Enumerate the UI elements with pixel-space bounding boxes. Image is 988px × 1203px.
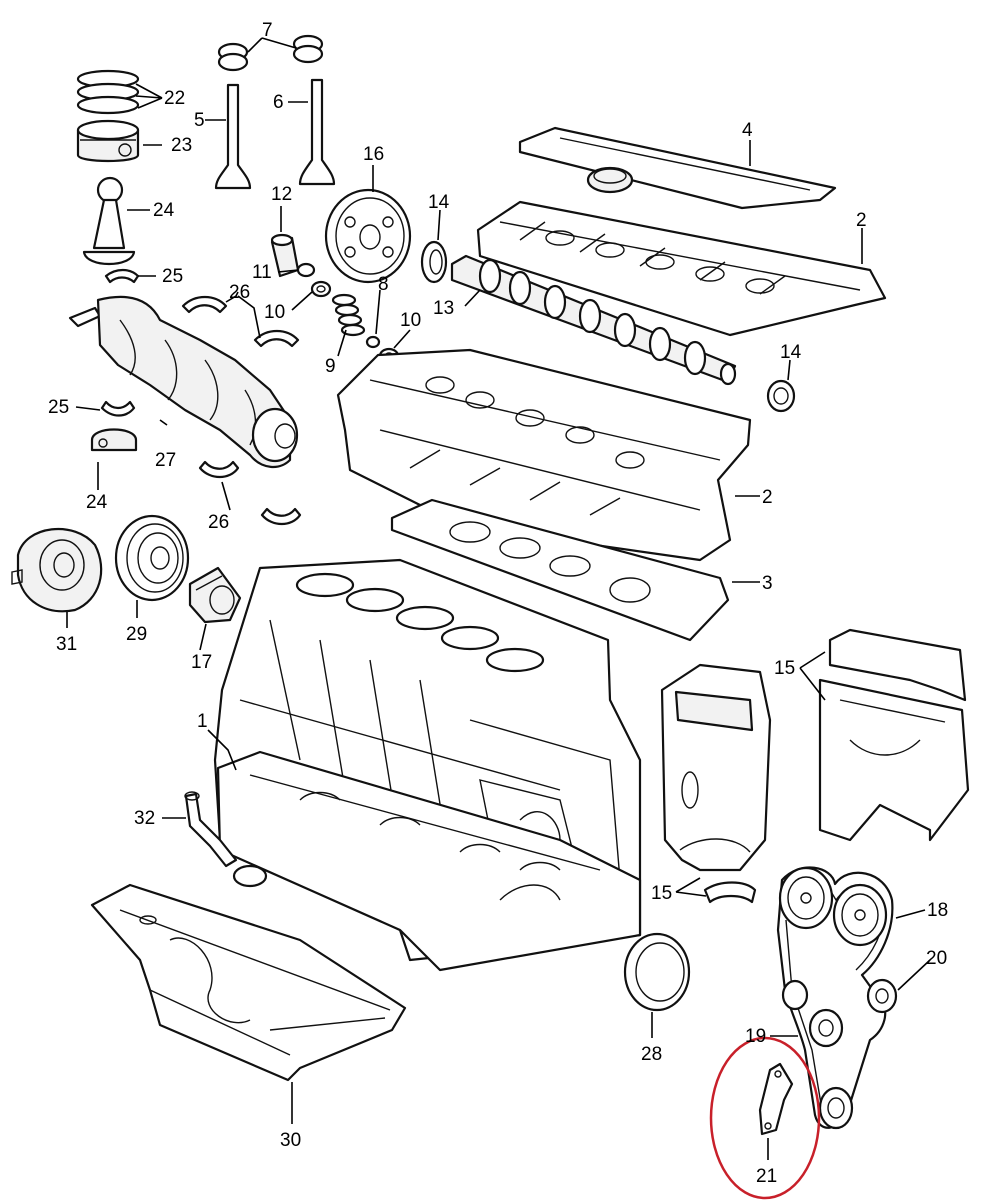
camshaft-timing-sprocket-exhaust[interactable]: [832, 883, 888, 947]
idler-pulley[interactable]: [781, 979, 844, 1048]
engine-bedplate[interactable]: [216, 750, 642, 972]
crankshaft-sprocket[interactable]: [188, 566, 242, 624]
label-18: 18: [927, 900, 948, 921]
exhaust-valve[interactable]: [298, 78, 336, 186]
label-31: 31: [56, 634, 77, 655]
oil-pickup-tube[interactable]: [184, 791, 268, 888]
camshaft-carrier[interactable]: [476, 200, 887, 337]
main-bearing-shells-upper[interactable]: [181, 295, 300, 348]
label-27: 27: [155, 450, 176, 471]
label-15-inner: 15: [651, 883, 672, 904]
crankshaft[interactable]: [68, 295, 299, 468]
label-14-front: 14: [428, 192, 450, 213]
label-4: 4: [742, 120, 753, 141]
oil-pump[interactable]: [11, 527, 103, 613]
label-24-cap: 24: [86, 492, 108, 513]
camshaft-seal-front[interactable]: [420, 240, 448, 284]
camshaft-timing-sprocket-intake[interactable]: [778, 866, 834, 930]
leader-lines: [66, 37, 931, 1160]
camshaft-seal-rear[interactable]: [766, 379, 796, 413]
valve-keepers[interactable]: [217, 34, 324, 72]
piston[interactable]: [76, 119, 140, 163]
callout-labels: 1 2 2 3 4 5 6 7 8 9 10 10 11 12 13 14 14…: [48, 20, 948, 1187]
label-2-carrier: 2: [856, 210, 867, 231]
label-1: 1: [197, 711, 208, 732]
rod-bearing-shell-lower[interactable]: [100, 400, 136, 417]
label-30: 30: [280, 1130, 301, 1151]
label-24-rod: 24: [153, 200, 175, 221]
camshaft[interactable]: [450, 254, 737, 386]
highlight-circle: [709, 1036, 821, 1200]
crankshaft-front-seal[interactable]: [623, 932, 691, 1012]
label-26-lower: 26: [208, 512, 229, 533]
timing-cover-seal-half[interactable]: [703, 881, 757, 904]
label-11: 11: [252, 262, 272, 283]
camshaft-sprocket[interactable]: [324, 188, 412, 284]
label-13: 13: [433, 298, 454, 319]
head-gasket[interactable]: [390, 498, 730, 642]
label-5: 5: [194, 110, 205, 131]
crankshaft-pulley[interactable]: [114, 514, 190, 602]
timing-cover-inner[interactable]: [660, 663, 772, 872]
label-6: 6: [273, 92, 284, 113]
valve-lifter[interactable]: [270, 233, 300, 278]
label-8: 8: [378, 274, 389, 295]
label-29: 29: [126, 624, 147, 645]
main-bearing-shells-lower[interactable]: [198, 460, 302, 526]
label-7: 7: [262, 20, 273, 41]
valve-spring[interactable]: [331, 293, 366, 337]
label-2-head: 2: [762, 487, 773, 508]
tensioner-bracket[interactable]: [758, 1062, 794, 1136]
crankshaft-timing-gear[interactable]: [818, 1086, 854, 1130]
label-17: 17: [191, 652, 212, 673]
rod-bearing-shell-upper[interactable]: [104, 268, 140, 284]
label-22: 22: [164, 88, 185, 109]
label-28: 28: [641, 1044, 662, 1065]
piston-rings[interactable]: [76, 69, 140, 115]
intake-valve[interactable]: [214, 83, 252, 190]
label-3: 3: [762, 573, 773, 594]
label-9: 9: [325, 356, 336, 377]
label-23: 23: [171, 135, 192, 156]
connecting-rod[interactable]: [82, 176, 136, 265]
valve-keeper-small[interactable]: [365, 335, 381, 349]
label-19: 19: [745, 1026, 766, 1047]
label-12: 12: [271, 184, 292, 205]
valve-spring-retainer[interactable]: [296, 262, 316, 278]
label-15-outer: 15: [774, 658, 795, 679]
label-10-upper: 10: [264, 302, 285, 323]
valve-stem-seal-upper[interactable]: [310, 280, 332, 298]
label-10-lower: 10: [400, 310, 421, 331]
oil-pan[interactable]: [90, 883, 407, 1082]
label-16: 16: [363, 144, 384, 165]
label-25-lower: 25: [48, 397, 69, 418]
connecting-rod-cap[interactable]: [90, 428, 138, 452]
label-32: 32: [134, 808, 155, 829]
label-25-upper: 25: [162, 266, 183, 287]
label-26-upper: 26: [229, 282, 250, 303]
tensioner-pulley[interactable]: [866, 978, 898, 1014]
timing-cover-outer[interactable]: [818, 628, 970, 842]
valve-cover[interactable]: [518, 126, 837, 210]
label-14-rear: 14: [780, 342, 802, 363]
label-21: 21: [756, 1166, 777, 1187]
label-20: 20: [926, 948, 947, 969]
